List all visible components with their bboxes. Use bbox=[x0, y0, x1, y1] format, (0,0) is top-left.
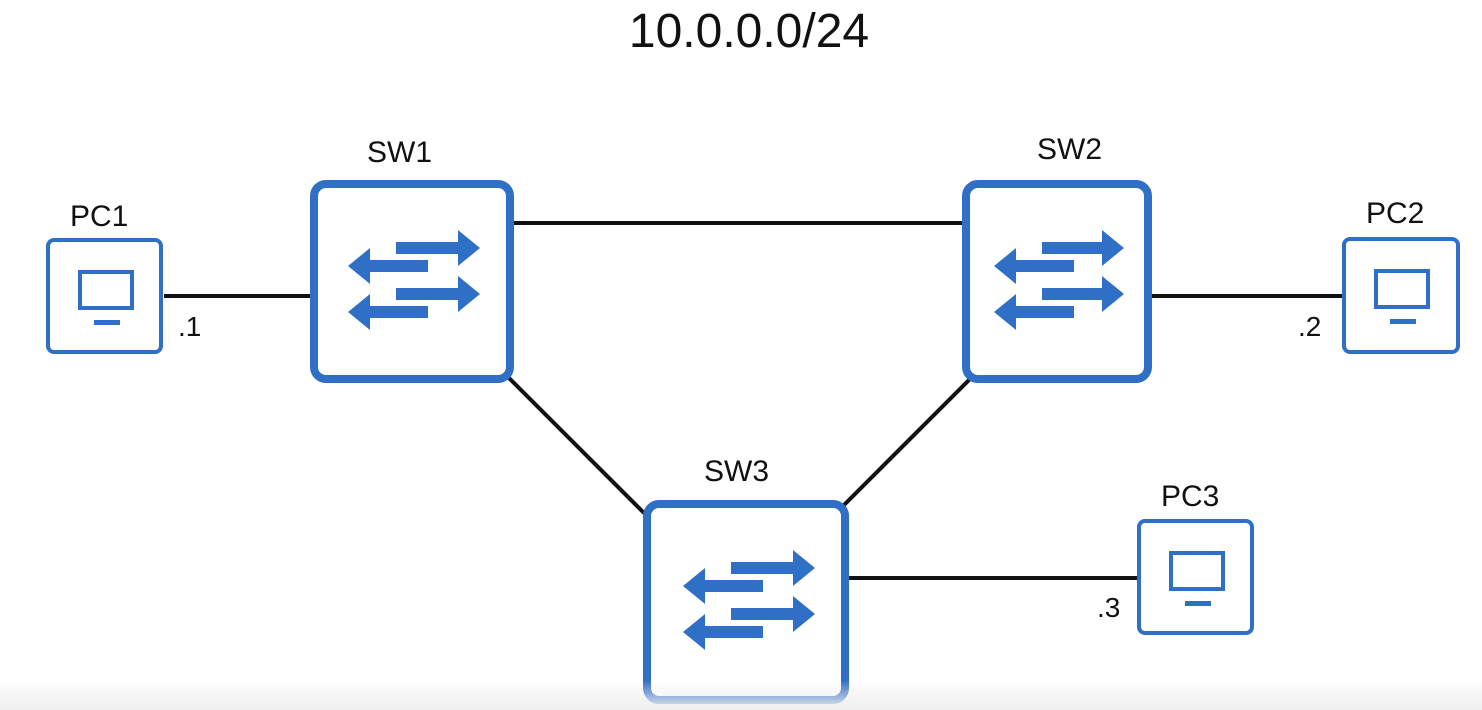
switch-sw1 bbox=[310, 180, 514, 383]
monitor-icon bbox=[1169, 551, 1225, 606]
switch-arrows-icon bbox=[348, 230, 480, 330]
pc-pc1 bbox=[46, 238, 163, 354]
link-sw2-sw3 bbox=[839, 375, 974, 510]
sw3-label: SW3 bbox=[704, 455, 770, 488]
pc1-label: PC1 bbox=[70, 200, 129, 233]
switch-arrows-icon bbox=[683, 550, 815, 650]
monitor-icon bbox=[1374, 269, 1430, 324]
sw2-label: SW2 bbox=[1037, 133, 1103, 166]
pc-pc2 bbox=[1342, 237, 1460, 354]
link-sw1-sw3 bbox=[506, 375, 653, 522]
pc2-label: PC2 bbox=[1366, 197, 1425, 230]
subnet-title: 10.0.0.0/24 bbox=[628, 5, 870, 58]
pc3-label: PC3 bbox=[1161, 480, 1220, 513]
pc1-address: .1 bbox=[178, 311, 202, 342]
pc-pc3 bbox=[1137, 519, 1254, 635]
pc3-address: .3 bbox=[1097, 592, 1121, 623]
switch-arrows-icon bbox=[994, 230, 1124, 330]
switch-sw3 bbox=[643, 500, 849, 704]
monitor-icon bbox=[78, 270, 134, 325]
bottom-shadow bbox=[0, 680, 1482, 710]
sw1-label: SW1 bbox=[367, 136, 433, 169]
pc2-address: .2 bbox=[1298, 311, 1322, 342]
switch-sw2 bbox=[962, 180, 1152, 383]
